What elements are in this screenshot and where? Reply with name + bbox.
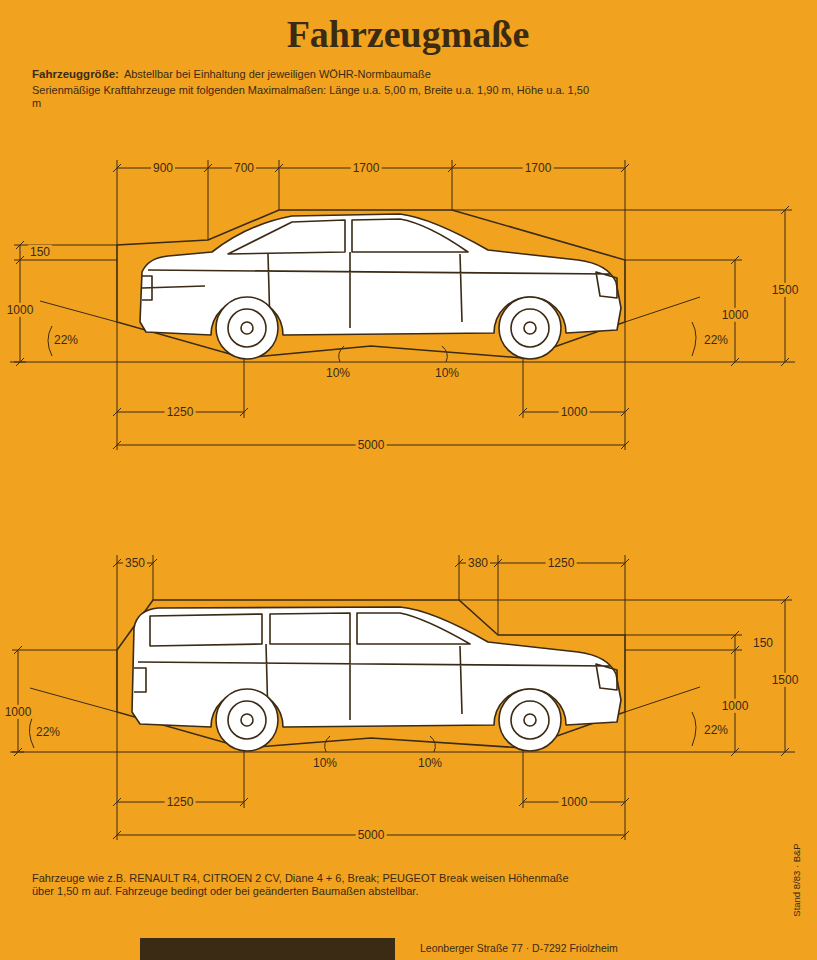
drawing-part bbox=[241, 714, 253, 726]
footnote: Fahrzeuge wie z.B. RENAULT R4, CITROEN 2… bbox=[32, 872, 572, 898]
drawing-part bbox=[16, 164, 789, 449]
dimension-value: 1000 bbox=[720, 308, 751, 322]
drawing-part bbox=[499, 297, 561, 359]
drawing-part bbox=[228, 309, 266, 347]
dimension-value: 1500 bbox=[770, 283, 801, 297]
dimension-value: 1000 bbox=[3, 705, 34, 719]
dimension-value: 22% bbox=[702, 333, 730, 347]
dimension-value: 1000 bbox=[5, 303, 36, 317]
drawing-part bbox=[10, 362, 795, 363]
print-mark: Stand 8/83 · B&P bbox=[791, 843, 802, 916]
dimension-value: 700 bbox=[232, 161, 256, 175]
dimension-lines bbox=[10, 160, 795, 840]
dimension-value: 1500 bbox=[770, 673, 801, 687]
drawing-part bbox=[150, 613, 470, 646]
dimension-value: 150 bbox=[751, 636, 775, 650]
drawing-part bbox=[216, 689, 278, 751]
dimension-value: 10% bbox=[311, 756, 339, 770]
drawing-part bbox=[524, 714, 536, 726]
drawing-part bbox=[117, 210, 625, 358]
drawing-part bbox=[117, 600, 625, 748]
clearance-envelope bbox=[117, 210, 625, 748]
dimension-value: 1700 bbox=[351, 161, 382, 175]
drawing-part bbox=[524, 322, 536, 334]
dimension-value: 1000 bbox=[559, 405, 590, 419]
drawing-part bbox=[511, 309, 549, 347]
drawing-part bbox=[499, 689, 561, 751]
dimension-value: 350 bbox=[123, 556, 147, 570]
dimension-value: 22% bbox=[52, 333, 80, 347]
dimension-value: 1250 bbox=[165, 795, 196, 809]
address: Leonberger Straße 77 · D-7292 Friolzheim bbox=[420, 942, 618, 955]
dimension-value: 1000 bbox=[720, 699, 751, 713]
drawing-part bbox=[12, 650, 117, 752]
subtitle-text: Abstellbar bei Einhaltung der jeweiligen… bbox=[124, 68, 431, 81]
dimension-value: 1000 bbox=[559, 795, 590, 809]
dimension-value: 5000 bbox=[356, 828, 387, 842]
drawing-part bbox=[511, 701, 549, 739]
dimension-value: 10% bbox=[416, 756, 444, 770]
drawing-part bbox=[228, 219, 468, 254]
dimension-value: 1250 bbox=[165, 405, 196, 419]
dimension-value: 5000 bbox=[356, 438, 387, 452]
dimension-value: 10% bbox=[324, 366, 352, 380]
drawing-part bbox=[10, 752, 795, 753]
footer-bar bbox=[140, 938, 395, 960]
poster-title: Fahrzeugmaße bbox=[287, 12, 530, 58]
subtitle-head: Fahrzeuggröße: bbox=[32, 68, 119, 82]
dimension-value: 380 bbox=[466, 556, 490, 570]
dimension-value: 150 bbox=[28, 245, 52, 259]
dimension-value: 900 bbox=[151, 161, 175, 175]
drawing-part bbox=[216, 297, 278, 359]
dimension-value: 1250 bbox=[546, 556, 577, 570]
estate-drawing bbox=[132, 607, 621, 751]
drawing-part bbox=[241, 322, 253, 334]
dimension-value: 1700 bbox=[523, 161, 554, 175]
sedan-drawing bbox=[140, 214, 621, 359]
dimension-value: 10% bbox=[433, 366, 461, 380]
subtitle-text: Serienmäßige Kraftfahrzeuge mit folgende… bbox=[32, 84, 592, 110]
drawing-part bbox=[228, 701, 266, 739]
dimension-value: 22% bbox=[34, 725, 62, 739]
drawing-part bbox=[14, 559, 789, 839]
dimension-value: 22% bbox=[702, 723, 730, 737]
